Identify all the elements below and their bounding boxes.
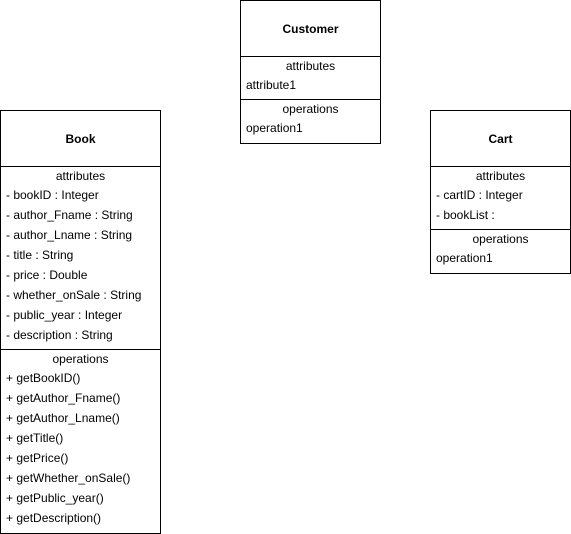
class-customer-attributes: attributes attribute1 <box>241 57 380 95</box>
class-cart[interactable]: Cart attributes - cartID : Integer - boo… <box>430 110 571 274</box>
class-customer-operations: operations operation1 <box>241 100 380 138</box>
class-customer-attribute: attribute1 <box>246 78 297 92</box>
class-cart-divider <box>431 229 570 230</box>
class-book-operation: + getAuthor_Fname() <box>6 391 121 405</box>
class-customer-divider <box>241 99 380 100</box>
class-book-operations: operations + getBookID() + getAuthor_Fna… <box>1 350 160 528</box>
class-book-operation: + getTitle() <box>6 431 64 445</box>
class-book-operation: + getWhether_onSale() <box>6 471 131 485</box>
class-book-attribute: - price : Double <box>6 268 88 282</box>
class-book[interactable]: Book attributes - bookID : Integer - aut… <box>0 110 161 534</box>
class-book-operation: + getAuthor_Lname() <box>6 411 120 425</box>
class-customer-operation: operation1 <box>246 121 303 135</box>
class-cart-operations-title: operations <box>472 232 529 246</box>
class-book-attribute: - author_Fname : String <box>6 208 133 222</box>
class-cart-attributes: attributes - cartID : Integer - bookList… <box>431 167 570 225</box>
class-book-attribute: - public_year : Integer <box>6 308 123 322</box>
class-cart-name: Cart <box>431 111 570 167</box>
class-cart-operation: operation1 <box>436 251 493 265</box>
class-book-attribute: - title : String <box>6 248 74 262</box>
class-customer-attributes-title: attributes <box>285 59 336 73</box>
class-book-attributes-title: attributes <box>55 169 106 183</box>
class-book-attribute: - bookID : Integer <box>6 188 99 202</box>
class-cart-operations: operations operation1 <box>431 230 570 268</box>
class-cart-attribute: - cartID : Integer <box>436 188 523 202</box>
class-book-divider <box>1 349 160 350</box>
class-book-operation: + getDescription() <box>6 511 102 525</box>
class-book-attribute: - description : String <box>6 328 113 342</box>
class-book-attributes: attributes - bookID : Integer - author_F… <box>1 167 160 345</box>
class-book-name: Book <box>1 111 160 167</box>
class-book-attribute: - author_Lname : String <box>6 228 133 242</box>
class-customer-name: Customer <box>241 1 380 57</box>
class-book-operation: + getPrice() <box>6 451 69 465</box>
class-book-attribute: - whether_onSale : String <box>6 288 142 302</box>
class-book-operation: + getPublic_year() <box>6 491 104 505</box>
class-book-operations-title: operations <box>52 352 109 366</box>
class-book-operation: + getBookID() <box>6 371 81 385</box>
class-cart-attribute: - bookList : <box>436 208 495 222</box>
class-customer-operations-title: operations <box>282 102 339 116</box>
class-cart-attributes-title: attributes <box>475 169 526 183</box>
class-customer[interactable]: Customer attributes attribute1 operation… <box>240 0 381 144</box>
